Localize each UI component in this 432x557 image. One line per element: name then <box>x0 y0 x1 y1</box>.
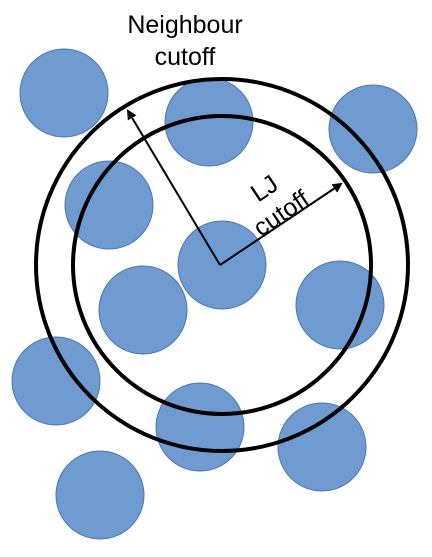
particle <box>64 160 154 250</box>
particle-central <box>177 220 267 310</box>
particle <box>19 48 109 138</box>
particle <box>155 382 245 472</box>
neighbour-cutoff-label-line2: cutoff <box>155 43 216 71</box>
particle <box>295 260 385 350</box>
particle <box>11 336 101 426</box>
lj-cutoff-circle <box>71 114 373 416</box>
lj-cutoff-radius-arrow <box>219 182 343 266</box>
neighbour-cutoff-label-line1: Neighbour <box>127 11 242 39</box>
particle <box>55 450 145 540</box>
particle <box>328 84 418 174</box>
particles <box>11 48 418 540</box>
particle <box>277 402 367 492</box>
particle <box>98 265 188 355</box>
neighbour-cutoff-radius-arrow <box>126 109 221 266</box>
neighbour-cutoff-circle <box>34 77 410 453</box>
